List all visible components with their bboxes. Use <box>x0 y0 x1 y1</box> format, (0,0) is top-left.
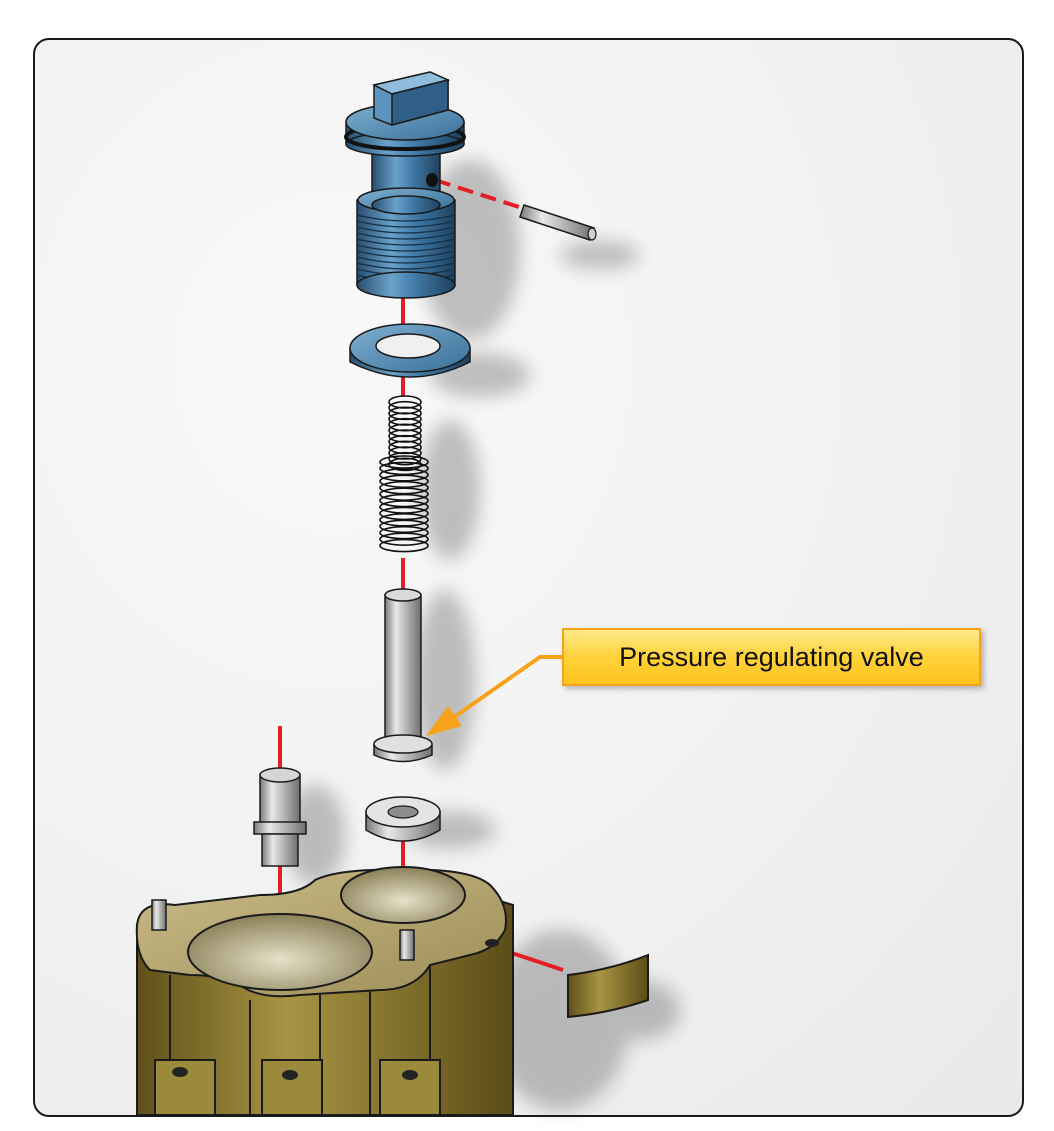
callout-label: Pressure regulating valve <box>562 628 981 686</box>
spring-coil <box>379 500 429 514</box>
thread-line <box>356 220 456 228</box>
spring-coil <box>379 474 429 489</box>
spring-coil <box>379 506 429 521</box>
spring-coil <box>379 455 429 469</box>
thread-line <box>356 226 456 234</box>
blue-washer <box>349 323 471 378</box>
spring-coil <box>379 538 429 553</box>
threaded-cap <box>344 71 466 299</box>
spring-coil <box>379 480 429 495</box>
spring-coil <box>379 525 429 540</box>
thread-line <box>356 244 456 252</box>
thread-line <box>356 262 456 270</box>
pressure-regulating-valve <box>373 588 433 763</box>
thread-line <box>356 256 456 264</box>
thread-line <box>356 214 456 222</box>
spring-coil <box>379 532 429 546</box>
spring-coil <box>379 487 429 501</box>
roll-pin <box>519 204 597 241</box>
shim-segment <box>567 953 649 1019</box>
valve-housing <box>135 866 514 1116</box>
check-valve-plug <box>253 767 307 867</box>
thread-line <box>356 250 456 258</box>
spring-coil <box>379 513 429 527</box>
spring-coil <box>379 461 429 476</box>
thread-line <box>356 238 456 246</box>
spring-coil <box>379 468 429 482</box>
lower-washer <box>365 796 441 842</box>
spring-coil <box>379 493 429 508</box>
coil-springs <box>379 395 429 553</box>
spring-coil <box>388 451 422 466</box>
callout-text: Pressure regulating valve <box>619 641 924 672</box>
thread-line <box>356 232 456 240</box>
spring-coil <box>379 519 429 534</box>
callout-leader <box>426 655 562 736</box>
